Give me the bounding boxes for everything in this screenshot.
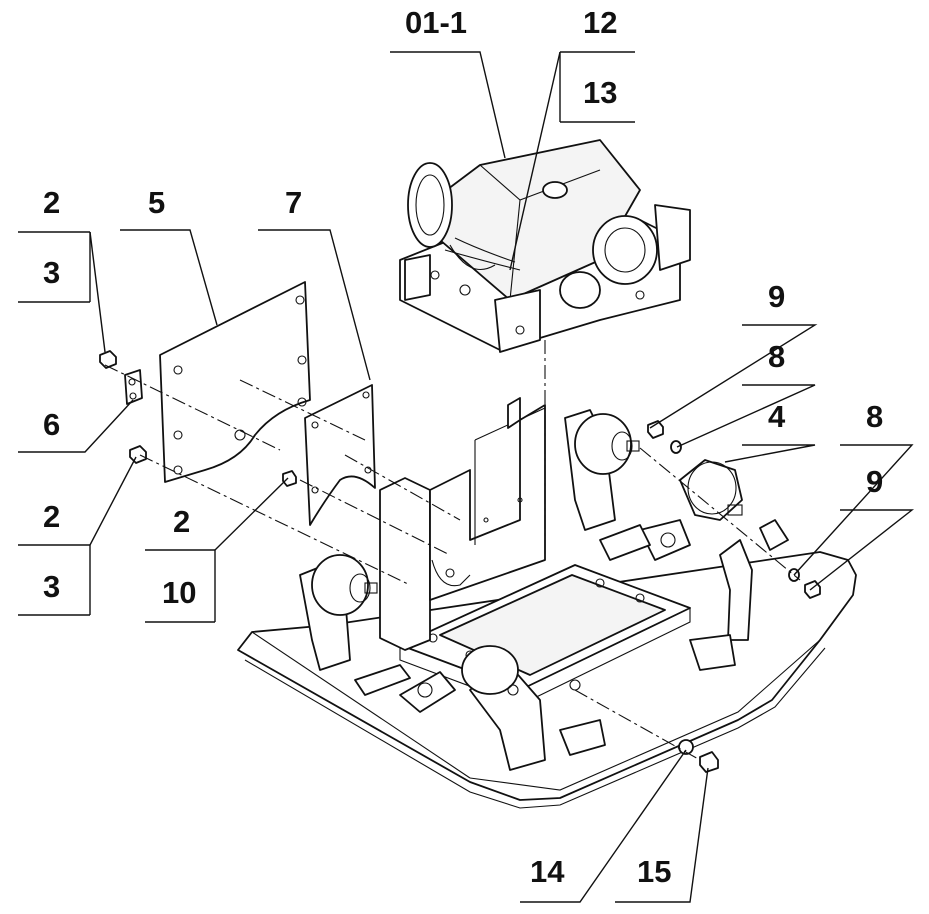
callout-2-top: 2 <box>43 185 60 220</box>
callout-12: 12 <box>583 5 617 40</box>
callout-9-top: 9 <box>768 279 785 314</box>
front-left-mount <box>461 645 546 771</box>
guard-plate <box>304 384 376 526</box>
callout-8-top: 8 <box>768 339 785 374</box>
callout-8-right: 8 <box>866 399 883 434</box>
leader-lines <box>18 51 915 903</box>
hardware <box>99 350 821 773</box>
callout-3-top: 3 <box>43 255 60 290</box>
callout-7: 7 <box>285 185 302 220</box>
upright-bracket <box>379 397 546 651</box>
callout-14: 14 <box>530 854 565 889</box>
callout-labels: 01-1 12 13 2 3 5 7 6 2 3 2 10 9 8 4 8 9 … <box>43 5 883 889</box>
callout-5: 5 <box>148 185 165 220</box>
callout-4: 4 <box>768 399 786 434</box>
callout-6: 6 <box>43 407 60 442</box>
callout-01-1: 01-1 <box>405 5 467 40</box>
callout-15: 15 <box>637 854 671 889</box>
callout-3-left: 3 <box>43 569 60 604</box>
callout-9-right: 9 <box>866 464 883 499</box>
front-right-mount <box>719 519 789 641</box>
callout-2-left: 2 <box>43 499 60 534</box>
cover-plate <box>159 281 311 483</box>
lugs <box>354 519 736 756</box>
callout-10: 10 <box>162 575 196 610</box>
assembly-axes <box>104 340 801 761</box>
rear-right-mount <box>564 409 640 531</box>
callout-13: 13 <box>583 75 617 110</box>
callout-2-mid: 2 <box>173 504 190 539</box>
rear-left-mount <box>299 554 378 671</box>
exciter-unit <box>399 139 691 353</box>
